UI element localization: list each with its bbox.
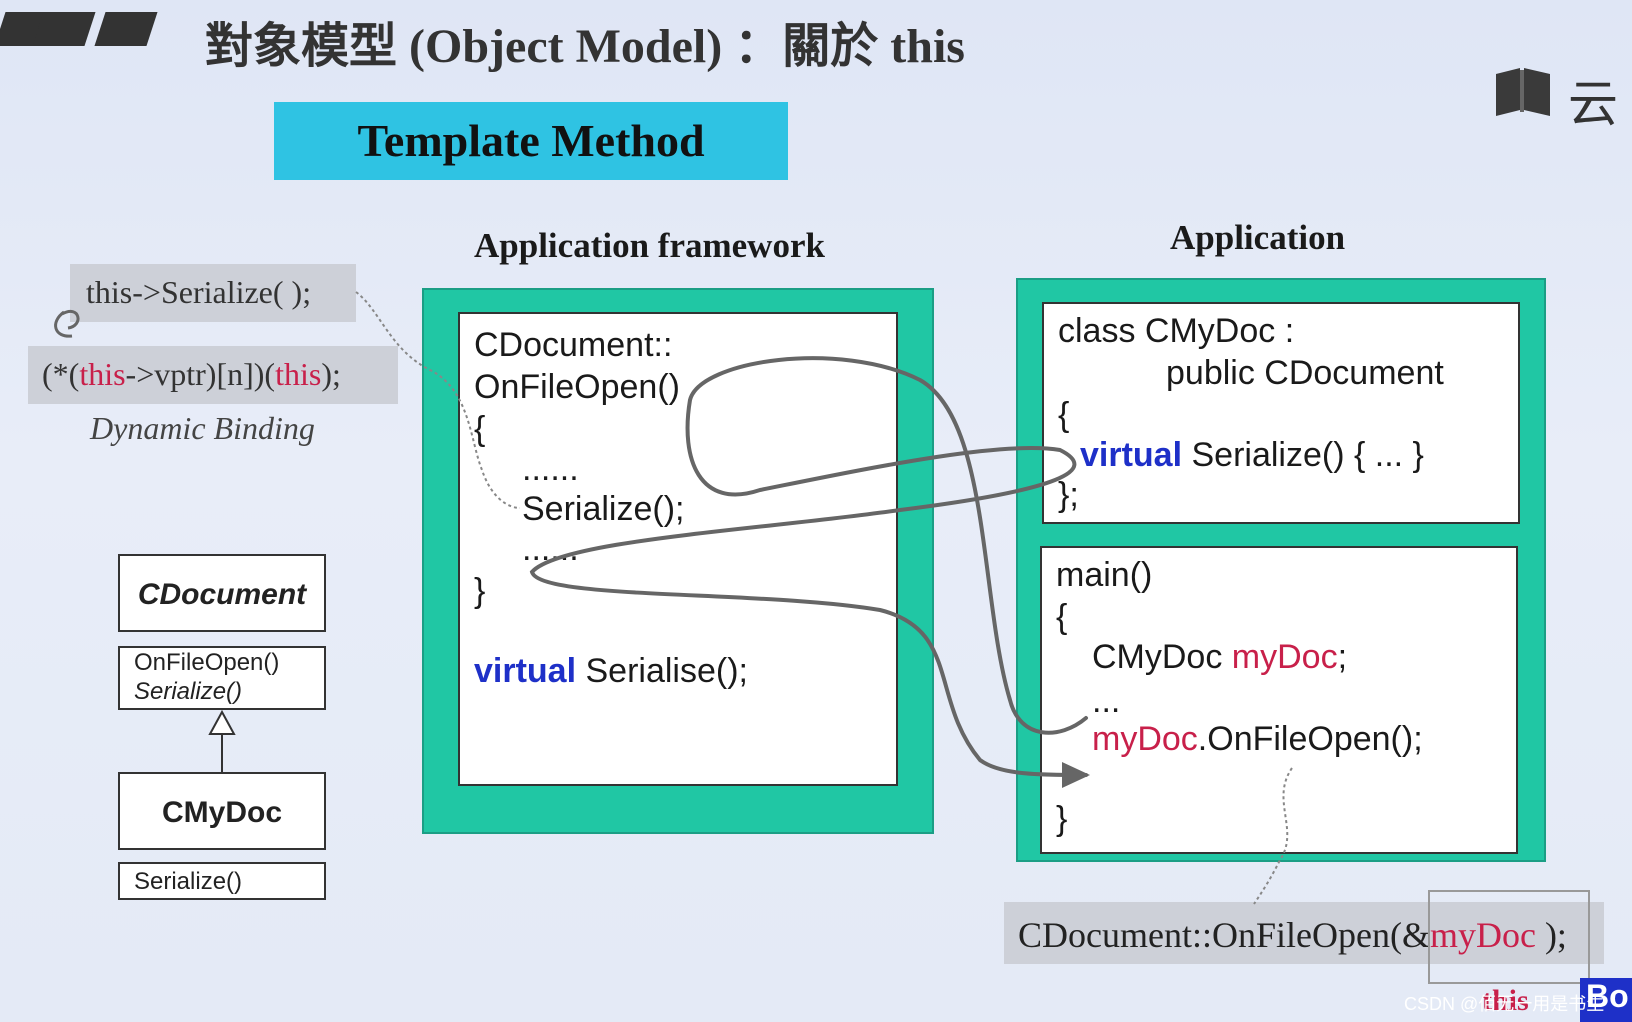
snip2-this1: this (79, 356, 126, 392)
framework-heading: Application framework (474, 226, 825, 265)
app-main-close: } (1056, 800, 1068, 838)
uml-cdocument-ops: OnFileOpen() Serialize() (118, 646, 326, 710)
app-main-open: { (1056, 598, 1068, 636)
fw-virtual-keyword: virtual (474, 652, 577, 690)
app-virtual-keyword: virtual (1080, 436, 1183, 474)
fw-line-7: } (474, 572, 486, 610)
snip2-a: (*( (42, 356, 80, 392)
logo-text: 云 (1568, 76, 1618, 132)
uml-inheritance-triangle (208, 709, 236, 735)
snippet2-bg (28, 346, 398, 404)
snippet1-bg (70, 264, 356, 322)
decl-end: ; (1337, 638, 1348, 676)
bottom-call-b: ); (1535, 915, 1567, 955)
main-code-panel (1040, 546, 1518, 854)
leader-snippet-to-framework (355, 291, 521, 509)
uml-cdocument-name: CDocument (118, 554, 326, 632)
app-main-ellipsis: ... (1092, 682, 1121, 720)
framework-code-panel (458, 312, 898, 786)
decl-var: myDoc (1231, 638, 1338, 676)
bottom-call-var: myDoc (1429, 915, 1536, 955)
snip2-c: ); (321, 356, 341, 392)
application-heading: Application (1170, 218, 1346, 257)
snippet-this-serialize: this->Serialize( ); (86, 274, 312, 310)
fw-serialise: Serialise(); (576, 652, 748, 690)
footer-bo-tag: Bo (1580, 978, 1632, 1022)
fw-line-2: OnFileOpen() (474, 368, 680, 406)
call-obj: myDoc (1092, 720, 1198, 758)
fw-line-4: ...... (522, 450, 579, 488)
fw-line-5: Serialize(); (522, 490, 685, 528)
uml-cmydoc-ops: Serialize() (118, 862, 326, 900)
app-serialize: Serialize() { ... } (1182, 436, 1424, 474)
app-main-call: myDoc.OnFileOpen(); (1092, 722, 1423, 756)
bottom-call: CDocument::OnFileOpen(&myDoc ); (1018, 914, 1567, 956)
slide-title: 對象模型 (Object Model) ：關於 this (205, 6, 965, 76)
bottom-call-highlight-box (1428, 890, 1590, 984)
app-main-line-1: main() (1056, 556, 1153, 594)
title-latin: (Object Model) (397, 20, 735, 73)
decl-type: CMyDoc (1092, 638, 1232, 676)
uml-cmydoc-name: CMyDoc (118, 772, 326, 850)
app-main-decl: CMyDoc myDoc; (1092, 640, 1347, 674)
fw-line-1: CDocument:: (474, 326, 673, 364)
footer-this-tag: this (1482, 984, 1529, 1017)
fw-virtual-decl: virtual Serialise(); (474, 654, 748, 688)
title-this: this (878, 20, 965, 73)
uml-op-serialize: Serialize() (134, 678, 243, 705)
flow-arrow-head (1062, 762, 1090, 788)
app-virtual-decl: virtual Serialize() { ... } (1080, 438, 1424, 472)
flow-curve (529, 356, 1088, 777)
title-cjk: 對象模型 (205, 20, 398, 73)
fw-line-3: { (474, 410, 486, 448)
title-colon: ： (734, 20, 783, 73)
call-rest: .OnFileOpen(); (1197, 720, 1423, 758)
snip2-b: ->vptr)[n])( (125, 356, 276, 392)
dynamic-binding-label: Dynamic Binding (90, 410, 315, 446)
snippet-vptr-call: (*(this->vptr)[n])(this); (42, 356, 341, 393)
title-cjk2: 關於 (782, 20, 879, 73)
uml-op-onfileopen: OnFileOpen() (134, 649, 280, 676)
bottom-call-bg (1004, 902, 1604, 964)
app-class-close: }; (1058, 476, 1079, 514)
template-method-banner: Template Method (274, 102, 788, 180)
app-class-line-1: class CMyDoc : (1058, 312, 1295, 350)
book-icon (1496, 68, 1550, 116)
snip2-this2: this (275, 356, 322, 392)
bottom-call-a: CDocument::OnFileOpen(& (1018, 915, 1430, 955)
csdn-watermark: CSDN @佰无一用是书生 (1404, 994, 1605, 1014)
app-class-open: { (1058, 396, 1070, 434)
app-class-line-2: public CDocument (1166, 354, 1444, 392)
leader-main-to-call (1253, 767, 1293, 905)
curly-arrow-icon (54, 310, 80, 338)
class-code-panel (1042, 302, 1520, 524)
